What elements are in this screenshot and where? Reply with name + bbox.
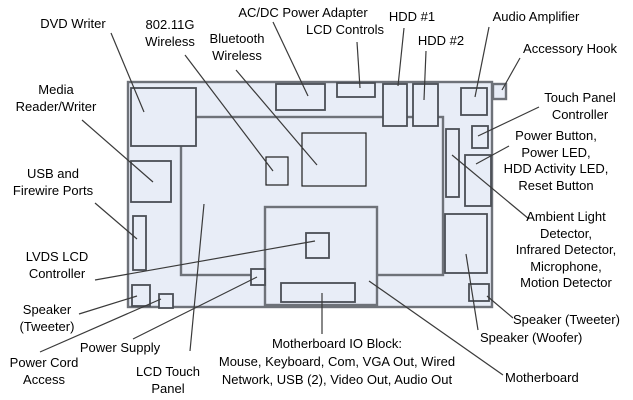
label-wifi: 802.11G Wireless [145,17,195,49]
leader-hdd1 [397,27,405,87]
leader-hdd2 [423,50,427,101]
leader-dvd-writer [110,32,145,113]
usb-firewire-box [132,215,147,271]
leader-ambient-cluster [451,154,530,220]
leader-bluetooth [235,69,318,166]
leader-power-supply [132,276,258,340]
speaker-tweeter-left-box [131,284,151,307]
label-accessory-hook: Accessory Hook [523,41,617,56]
label-touch-panel-controller: Touch Panel Controller [544,90,616,122]
leader-speaker-tweeter-right [486,295,514,319]
speaker-tweeter-right-box [468,283,490,302]
label-ac-dc-adapter: AC/DC Power Adapter [238,5,368,20]
dvd-writer-box [130,87,197,147]
speaker-woofer-box [444,213,488,274]
leader-lcd-touch-panel [189,203,205,352]
leader-speaker-tweeter-left [78,295,138,315]
label-speaker-tweeter-left: Speaker (Tweeter) [19,302,75,334]
leader-ac-dc-adapter [272,21,309,97]
label-speaker-tweeter-right: Speaker (Tweeter) [513,312,620,327]
label-lcd-touch-panel: LCD Touch Panel [135,364,201,396]
leader-motherboard [368,280,504,376]
label-lvds-controller: LVDS LCD Controller [25,249,89,281]
ac-dc-adapter-box [275,83,326,111]
ambient-detector-box [445,128,460,198]
leader-media-reader [81,119,154,183]
label-media-reader: Media Reader/Writer [15,82,97,114]
label-io-block: Motherboard IO Block: Mouse, Keyboard, C… [218,336,456,387]
label-motherboard: Motherboard [505,370,579,385]
label-hdd1: HDD #1 [388,9,436,24]
touch-panel-controller-box [471,125,489,149]
label-lcd-controls: LCD Controls [305,22,385,37]
label-hdd2: HDD #2 [417,33,465,48]
label-power-cord-access: Power Cord Access [9,355,79,387]
leader-usb-firewire [94,202,138,240]
label-ambient-cluster: Ambient Light Detector, Infrared Detecto… [515,209,617,290]
leader-lcd-controls [356,41,361,89]
power-supply-box [250,268,266,286]
io-block-box [280,282,356,303]
label-usb-firewire: USB and Firewire Ports [12,166,94,198]
leader-power-button-cluster [475,145,510,165]
leader-accessory-hook [501,57,521,91]
leader-speaker-woofer [465,253,479,331]
lcd-controls-box [336,82,376,98]
leader-touch-panel-controller [477,106,540,137]
media-reader-box [130,160,172,203]
hdd2-box [412,83,439,127]
leader-audio-amplifier [474,26,490,98]
leader-lvds-controller [94,240,316,281]
label-power-button-cluster: Power Button, Power LED, HDD Activity LE… [503,128,609,193]
power-cord-access-box [158,293,174,309]
label-dvd-writer: DVD Writer [40,16,106,31]
lvds-controller-chip-box [305,232,330,259]
wifi-module-box [265,156,289,186]
label-power-supply: Power Supply [79,340,161,355]
label-audio-amplifier: Audio Amplifier [492,9,580,24]
label-bluetooth: Bluetooth Wireless [209,31,265,63]
label-speaker-woofer: Speaker (Woofer) [480,330,583,345]
hdd1-box [382,83,408,127]
leader-power-cord-access [39,298,162,353]
audio-amplifier-box [460,87,488,116]
leader-wifi [184,54,274,172]
